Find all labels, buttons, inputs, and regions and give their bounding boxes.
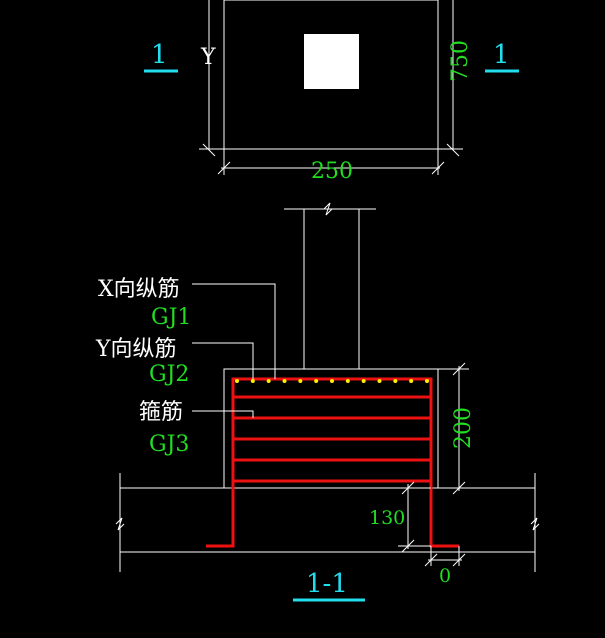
x-bar-label: X向纵筋 [98, 277, 180, 302]
section-dim-tick [452, 481, 466, 495]
plan-axis-label: Y [200, 45, 216, 70]
rebar-dot [425, 379, 429, 383]
section-title: 1-1 [306, 569, 348, 599]
plan-dim-tick [202, 143, 216, 157]
section-view: X向纵筋 GJ1 Y向纵筋 GJ2 箍筋 GJ3 200 130 0 1-1 [95, 202, 540, 602]
pedestal-outline [223, 368, 439, 489]
offset-dim-value: 0 [439, 565, 451, 587]
offset-dim-tick [452, 553, 466, 567]
stirrup-code: GJ3 [149, 432, 189, 457]
plan-dim-tick [431, 161, 445, 175]
x-bar-code: GJ1 [151, 305, 191, 330]
anchor-dim-value: 130 [369, 507, 405, 529]
rebar-dot [298, 379, 303, 383]
rebar-dot [250, 379, 255, 383]
anchor-dim-tick [401, 539, 415, 553]
section-mark-left: 1 [151, 40, 168, 70]
longitudinal-rebar [206, 377, 459, 548]
plan-dim-tick [217, 161, 231, 175]
rebar-dot [345, 379, 350, 383]
rebar-dot [409, 379, 414, 383]
rebar-dots [235, 379, 429, 383]
anchor-dim-tick [401, 481, 415, 495]
section-dim-height: 200 [451, 407, 476, 449]
offset-dim-tick [424, 553, 438, 567]
rebar-dot [314, 379, 319, 383]
rebar-dot [282, 379, 287, 383]
plan-dim-tick [446, 143, 460, 157]
leader-x-bar [192, 283, 276, 379]
stirrup-label: 箍筋 [139, 400, 183, 425]
plan-view: Y 750 250 1 1 [144, 0, 519, 184]
stirrups [233, 395, 431, 483]
rebar-dot [393, 379, 398, 383]
break-symbol [323, 202, 333, 216]
y-bar-code: GJ2 [149, 362, 189, 387]
leader-stirrup [192, 410, 254, 418]
section-dim-tick [452, 362, 466, 376]
column-section [304, 34, 359, 89]
leader-y-bar [192, 342, 254, 379]
break-symbol [530, 517, 540, 531]
rebar-dot [361, 379, 366, 383]
plan-dim-height: 750 [448, 40, 473, 82]
rebar-dot [235, 379, 239, 383]
rebar-dot [330, 379, 334, 383]
plan-outline [223, 0, 439, 150]
rebar-dot [377, 379, 382, 383]
y-bar-label: Y向纵筋 [95, 337, 177, 362]
break-symbol [115, 517, 125, 531]
rebar-dot [266, 379, 271, 383]
plan-dim-width: 250 [311, 159, 353, 184]
section-mark-right: 1 [493, 40, 510, 70]
